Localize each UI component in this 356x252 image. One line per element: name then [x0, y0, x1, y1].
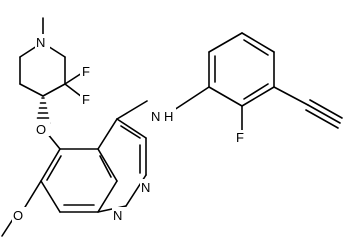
triple-bond-center: [307, 104, 341, 124]
amine-hydrogen-label: H: [164, 109, 173, 124]
bond-c2-c1: [208, 86, 243, 107]
bond-c3-ethynyl: [273, 86, 309, 106]
bond-c8-c7: [40, 180, 61, 213]
fluorine-label-1: F: [82, 64, 90, 79]
bond-c4a-c4: [97, 118, 118, 150]
bond-c6-c5: [208, 32, 243, 53]
bond-c6-n: [19, 45, 38, 58]
aryl-fluorine-label: F: [236, 130, 244, 145]
piperidine-nitrogen-label: N: [36, 35, 45, 50]
bond-c3-f2: [64, 83, 83, 98]
bond-c7-c6: [40, 148, 61, 182]
triple-bond-upper: [309, 99, 343, 119]
bond-c4-nh: [116, 100, 148, 120]
fluorine-label-2: F: [82, 92, 90, 107]
methoxy-oxygen-label: O: [13, 208, 23, 223]
aniline-ring: [170, 32, 343, 133]
hashed-wedge-bond: [35, 97, 51, 124]
ring-nitrogen-n3-label: N: [141, 180, 150, 195]
atom-labels: N F F O O N H N N F: [12, 34, 247, 223]
ether-oxygen-label: O: [36, 122, 46, 137]
bond-c5-c4a: [97, 148, 118, 182]
bond-c4-c5: [19, 83, 44, 97]
bond-c7-o: [21, 180, 42, 213]
amine-nitrogen-label: N: [151, 109, 160, 124]
bond-c4-n3: [116, 118, 147, 139]
triple-bond-lower: [305, 109, 339, 129]
piperidine-ring: [19, 17, 83, 98]
bond-c3-f1: [64, 72, 83, 85]
bond-c5-c4: [241, 32, 275, 53]
bond-c4a-c8a: [97, 180, 118, 213]
ring-nitrogen-n1-label: N: [113, 208, 122, 223]
bond-nh-c1: [170, 86, 210, 113]
bond-c3-c4: [42, 83, 66, 97]
bond-c3-c2: [241, 86, 275, 107]
